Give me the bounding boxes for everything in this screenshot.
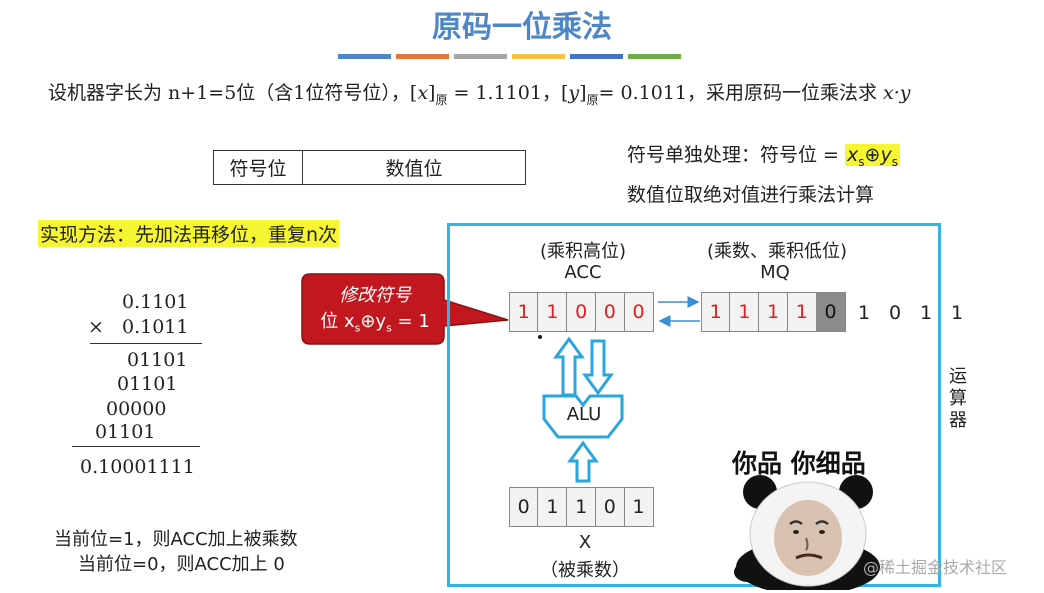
shifted-out-digit: 1 — [858, 302, 871, 324]
x-bit: 1 — [537, 487, 568, 527]
callout-line-1: 修改符号 — [339, 285, 411, 306]
multiplication-rule-1 — [90, 343, 202, 345]
partial-product-3: 00000 — [106, 398, 167, 420]
bit-format-box: 符号位 数值位 — [213, 150, 526, 185]
x-register: 0 1 1 0 1 — [508, 487, 654, 527]
junction-dot — [538, 335, 542, 339]
x-to-alu-arrow — [567, 440, 599, 483]
partial-product-4: 01101 — [95, 421, 156, 443]
watermark: @稀土掘金技术社区 — [863, 558, 1008, 577]
alu-label: ALU — [566, 404, 602, 425]
x-subscript: 原 — [435, 92, 448, 107]
color-bar-2 — [396, 54, 449, 59]
y-subscript: 原 — [586, 92, 599, 107]
alu-to-acc-arrow — [553, 336, 585, 397]
side-char: 器 — [949, 410, 967, 431]
acc-register: 1 1 0 0 0 — [508, 292, 654, 332]
value-field: 数值位 — [385, 158, 443, 180]
formula-y-sub: s — [891, 154, 898, 169]
x-register-label: X — [578, 532, 592, 553]
shifted-out-digit: 1 — [951, 302, 964, 324]
callout-y-sub: s — [386, 321, 392, 335]
mq-bit: 1 — [729, 292, 760, 332]
color-bar-6 — [628, 54, 681, 59]
color-bar-1 — [338, 54, 391, 59]
abs-value-rule: 数值位取绝对值进行乘法计算 — [627, 184, 875, 206]
formula-y: y — [880, 144, 892, 166]
datapath-arrows — [538, 296, 700, 483]
callout-bubble — [301, 273, 509, 345]
x-value: = 1.1101， — [447, 82, 561, 104]
sign-field: 符号位 — [214, 151, 303, 184]
multiplier: 0.1011 — [122, 316, 189, 338]
mq-bit: 1 — [786, 292, 817, 332]
multiplicand: 0.1101 — [122, 291, 189, 313]
formula-xor: ⊕ — [864, 144, 881, 166]
color-bar-3 — [454, 54, 507, 59]
partial-product-2: 01101 — [117, 373, 178, 395]
mq-bit: 0 — [815, 292, 846, 332]
rule-bit-one: 当前位=1，则ACC加上被乘数 — [54, 529, 298, 550]
multiplication-rule-2 — [72, 446, 200, 448]
page-title: 原码一位乘法 — [432, 10, 612, 45]
x-bit: 0 — [594, 487, 625, 527]
partial-product-1: 01101 — [127, 349, 188, 371]
x-bit: 0 — [508, 487, 539, 527]
rule-bit-zero: 当前位=0，则ACC加上 0 — [78, 554, 285, 575]
x-register-caption: （被乘数） — [540, 560, 630, 581]
y-variable: y — [568, 82, 580, 104]
panda-meme-face — [734, 475, 880, 590]
y-value: = 0.1011，采用原码一位乘法求 — [598, 82, 884, 104]
shifted-out-digit: 0 — [889, 302, 902, 324]
acc-bit: 0 — [566, 292, 597, 332]
side-char: 算 — [949, 388, 967, 409]
callout-x-sub: s — [354, 321, 361, 335]
meme-caption: 你品 你细品 — [732, 449, 866, 478]
problem-statement: 设机器字长为 n+1=5位（含1位符号位），[x]原 = 1.1101，[y]原… — [48, 82, 911, 107]
callout-text: 修改符号 位 xs⊕ys = 1 — [310, 283, 440, 342]
x-bit: 1 — [623, 487, 654, 527]
color-bar-4 — [512, 54, 565, 59]
side-char: 运 — [949, 366, 967, 387]
callout-line-2: 位 xs⊕ys = 1 — [310, 309, 440, 342]
method-highlight: 实现方法：先加法再移位，重复n次 — [38, 220, 340, 247]
arithmetic-unit-label: 运 算 器 — [948, 366, 968, 432]
callout-xor-y: ⊕y — [360, 311, 387, 332]
alu-shape — [542, 394, 624, 439]
formula-x-sub: s — [858, 154, 865, 169]
acc-bit: 1 — [508, 292, 539, 332]
color-bar-5 — [570, 54, 623, 59]
shifted-out-digit: 1 — [920, 302, 933, 324]
sign-rule-text: 符号单独处理：符号位 = — [627, 144, 845, 166]
callout-equals: = 1 — [391, 311, 430, 332]
sign-formula: xs⊕ys — [845, 144, 900, 169]
acc-to-alu-arrow — [582, 339, 614, 396]
acc-bit: 0 — [623, 292, 654, 332]
acc-label: ACC — [564, 262, 602, 283]
times-sign: × — [88, 316, 104, 338]
mq-register: 1 1 1 1 0 — [700, 292, 846, 332]
arithmetic-unit-frame — [447, 223, 941, 587]
mq-caption: (乘数、乘积低位) — [706, 241, 848, 262]
title-color-bars — [338, 54, 681, 59]
xy-product: x·y — [883, 82, 911, 104]
mq-bit: 1 — [758, 292, 789, 332]
formula-x: x — [847, 144, 859, 166]
callout-x: 位 x — [320, 311, 355, 332]
multiplication-result: 0.10001111 — [80, 456, 195, 478]
x-variable: x — [417, 82, 429, 104]
acc-bit: 0 — [594, 292, 625, 332]
acc-caption: (乘积高位) — [539, 241, 627, 262]
sign-rule: 符号单独处理：符号位 = xs⊕ys — [627, 140, 900, 169]
x-bit: 1 — [566, 487, 597, 527]
mq-label: MQ — [760, 262, 790, 283]
intro-text: 设机器字长为 n+1=5位（含1位符号位）， — [48, 82, 410, 104]
